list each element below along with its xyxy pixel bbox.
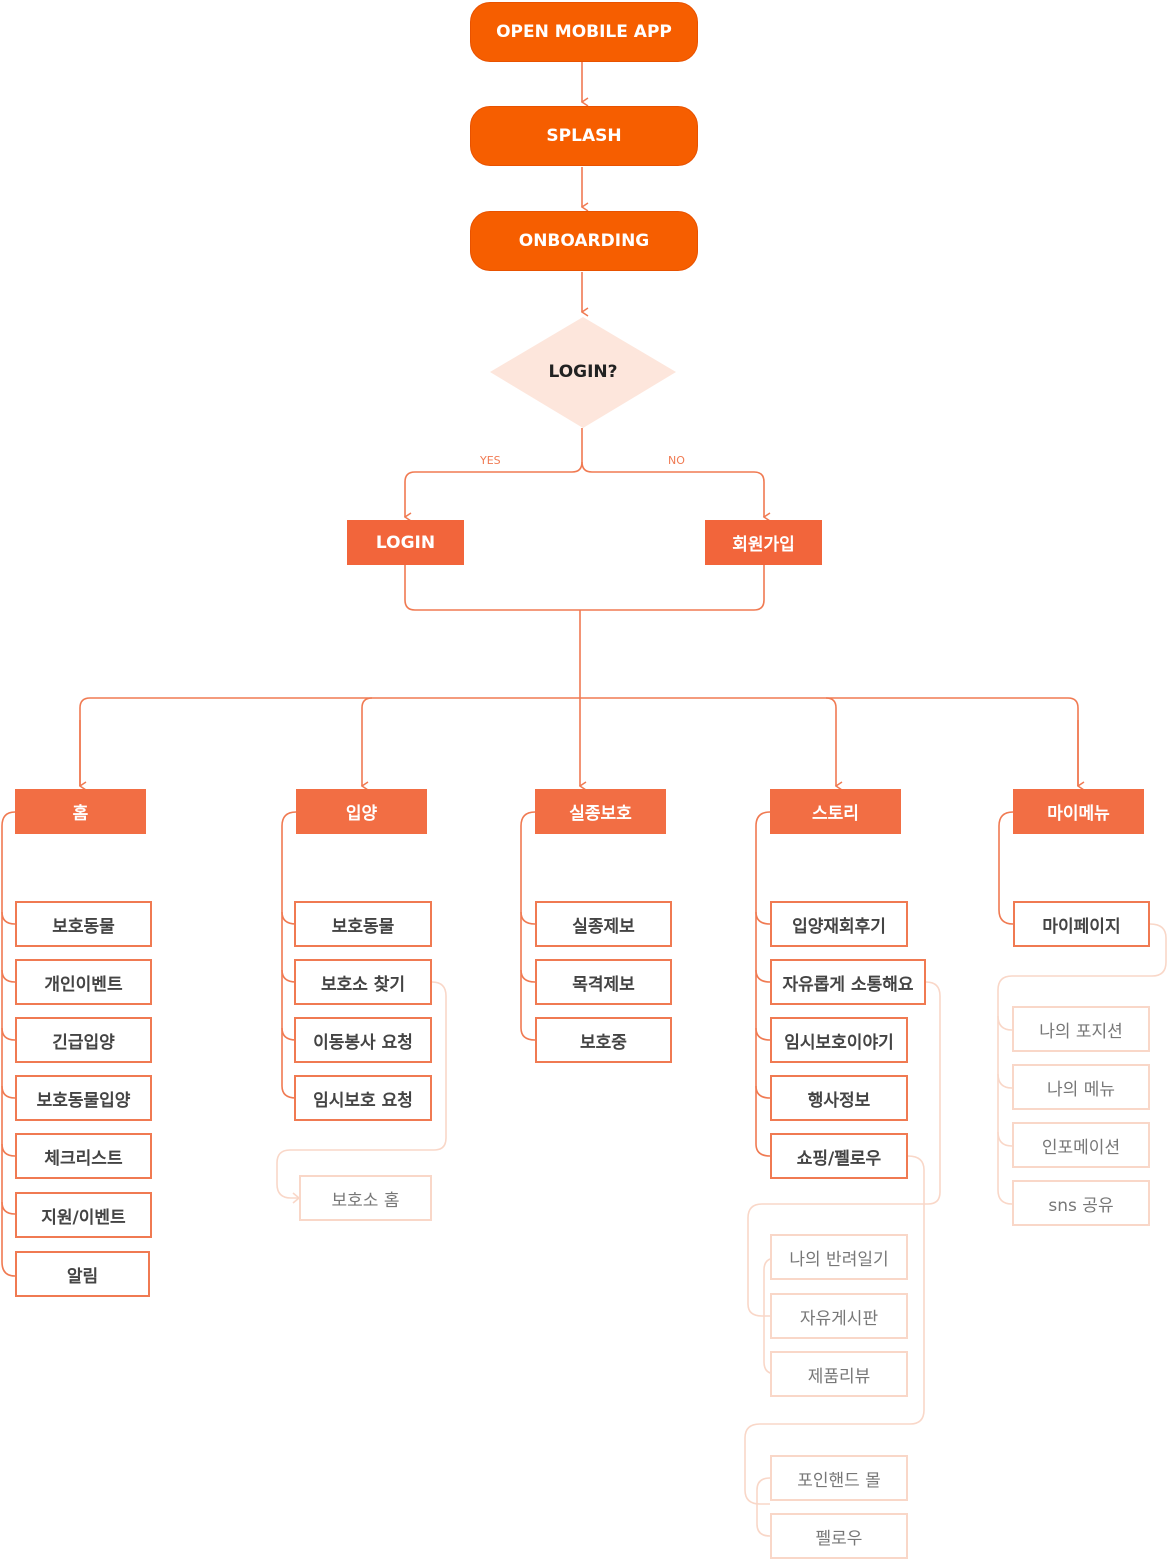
menu-home: 홈: [15, 789, 146, 834]
home-item: 체크리스트: [15, 1133, 152, 1179]
open-mobile-app-node: OPEN MOBILE APP: [470, 2, 698, 62]
missing-item: 보호중: [535, 1017, 672, 1063]
signup-node: 회원가입: [705, 520, 822, 565]
home-item: 지원/이벤트: [15, 1192, 152, 1238]
mymenu-subitem: 나의 포지션: [1012, 1006, 1150, 1052]
adoption-item: 이동봉사 요청: [294, 1017, 432, 1063]
story-subitem: 제품리뷰: [770, 1351, 908, 1397]
login-decision-shape: [490, 317, 676, 428]
adoption-subitem: 보호소 홈: [299, 1175, 432, 1221]
adoption-item: 임시보호 요청: [294, 1075, 432, 1121]
story-item: 쇼핑/펠로우: [770, 1133, 908, 1179]
story-subitem: 포인핸드 몰: [770, 1455, 908, 1501]
story-subitem: 자유게시판: [770, 1293, 908, 1339]
login-decision-label: LOGIN?: [548, 362, 618, 382]
no-label: NO: [668, 454, 685, 467]
story-item: 자유롭게 소통해요: [770, 959, 926, 1005]
menu-mymenu: 마이메뉴: [1013, 789, 1144, 834]
story-subitem: 펠로우: [770, 1513, 908, 1559]
home-item: 보호동물: [15, 901, 152, 947]
home-item: 긴급입양: [15, 1017, 152, 1063]
home-item: 알림: [15, 1251, 150, 1297]
menu-missing: 실종보호: [535, 789, 666, 834]
onboarding-node: ONBOARDING: [470, 211, 698, 271]
splash-node: SPLASH: [470, 106, 698, 166]
mymenu-subitem: 인포메이션: [1012, 1122, 1150, 1168]
mymenu-item: 마이페이지: [1013, 901, 1150, 947]
menu-adoption: 입양: [296, 789, 427, 834]
mymenu-subitem: sns 공유: [1012, 1180, 1150, 1226]
story-item: 임시보호이야기: [770, 1017, 908, 1063]
story-subitem: 나의 반려일기: [770, 1234, 908, 1280]
missing-item: 실종제보: [535, 901, 672, 947]
missing-item: 목격제보: [535, 959, 672, 1005]
story-item: 입양재회후기: [770, 901, 908, 947]
home-item: 개인이벤트: [15, 959, 152, 1005]
mymenu-subitem: 나의 메뉴: [1012, 1064, 1150, 1110]
menu-story: 스토리: [770, 789, 901, 834]
yes-label: YES: [480, 454, 501, 467]
adoption-item: 보호동물: [294, 901, 432, 947]
story-item: 행사정보: [770, 1075, 908, 1121]
login-node: LOGIN: [347, 520, 464, 565]
adoption-item: 보호소 찾기: [294, 959, 432, 1005]
home-item: 보호동물입양: [15, 1075, 152, 1121]
